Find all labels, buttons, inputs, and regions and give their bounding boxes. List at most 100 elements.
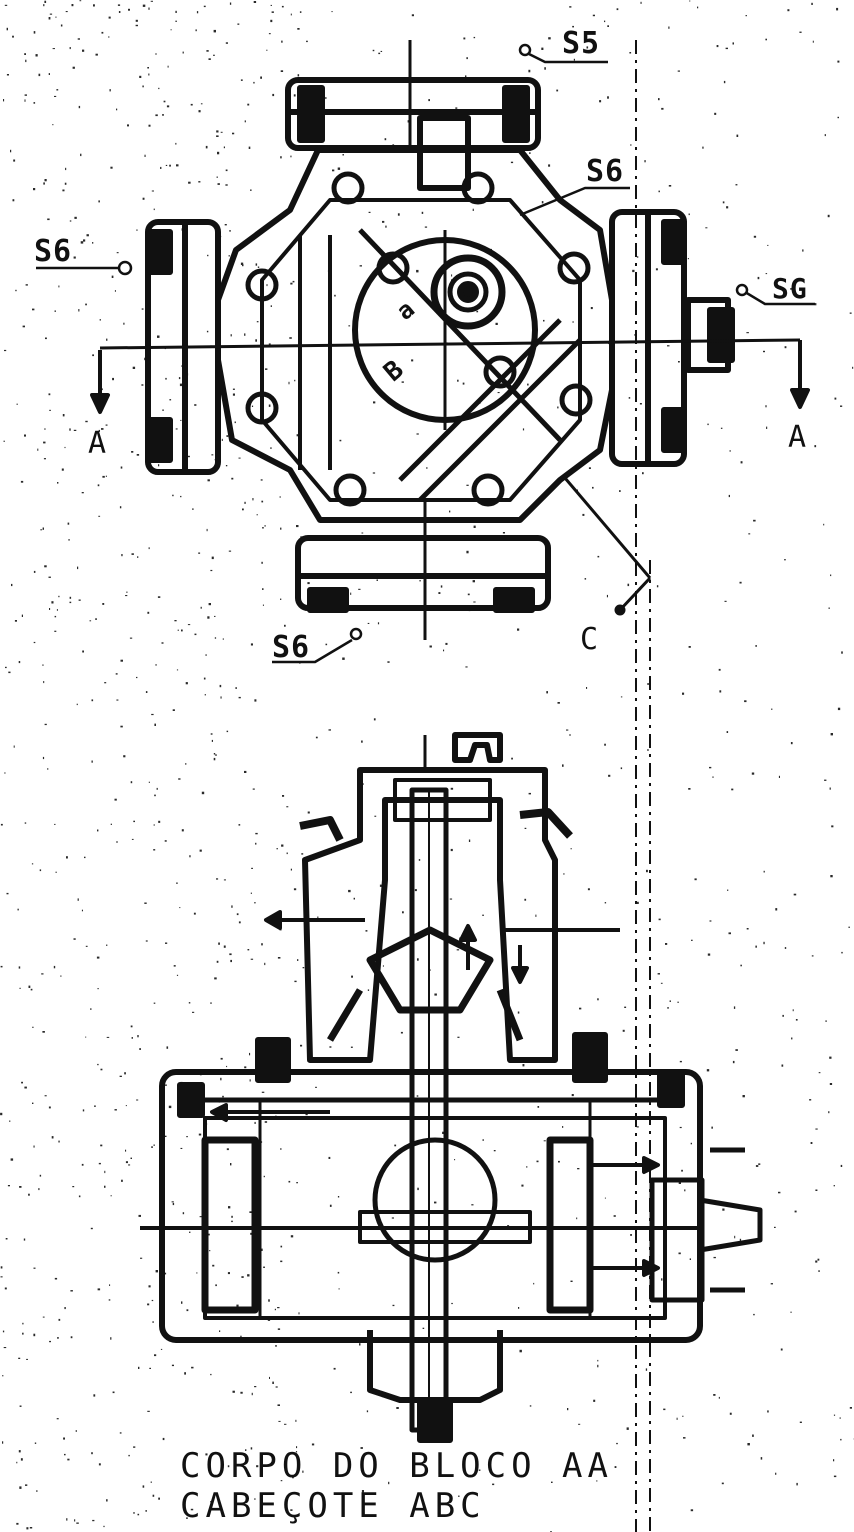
speckle-dot <box>841 951 843 954</box>
speckle-dot <box>207 479 210 482</box>
speckle-dot <box>198 181 201 183</box>
speckle-dot <box>148 781 150 783</box>
speckle-dot <box>745 15 747 17</box>
speckle-dot <box>20 480 24 483</box>
speckle-dot <box>592 486 594 489</box>
speckle-dot <box>81 909 83 912</box>
speckle-dot <box>372 472 376 474</box>
speckle-dot <box>451 274 453 277</box>
speckle-dot <box>569 734 571 736</box>
speckle-dot <box>677 70 680 72</box>
speckle-dot <box>207 254 209 257</box>
speckle-dot <box>213 757 216 761</box>
speckle-dot <box>414 889 417 892</box>
speckle-dot <box>661 107 664 110</box>
speckle-dot <box>277 1328 281 1330</box>
speckle-dot <box>85 945 88 947</box>
speckle-dot <box>264 1121 268 1123</box>
speckle-dot <box>770 1283 773 1285</box>
speckle-dot <box>149 1367 151 1369</box>
label-s6-upper-right: S6 <box>586 154 625 189</box>
speckle-dot <box>837 60 840 63</box>
speckle-dot <box>167 65 169 68</box>
speckle-dot <box>82 49 85 52</box>
speckle-dot <box>24 53 26 55</box>
speckle-dot <box>324 97 327 99</box>
speckle-dot <box>632 269 635 273</box>
speckle-dot <box>71 4 74 7</box>
speckle-dot <box>388 1481 390 1485</box>
speckle-dot <box>77 38 80 40</box>
speckle-dot <box>155 53 157 55</box>
speckle-dot <box>56 1418 59 1420</box>
speckle-dot <box>32 1026 34 1028</box>
speckle-dot <box>368 211 371 213</box>
speckle-dot <box>329 1046 332 1048</box>
speckle-dot <box>39 1174 42 1177</box>
speckle-dot <box>587 888 590 891</box>
speckle-dot <box>33 102 36 104</box>
speckle-dot <box>244 333 246 336</box>
speckle-dot <box>517 1011 520 1014</box>
speckle-dot <box>833 1475 837 1478</box>
speckle-dot <box>830 574 832 577</box>
speckle-dot <box>103 1525 105 1528</box>
speckle-dot <box>215 1284 217 1287</box>
speckle-dot <box>271 11 274 13</box>
speckle-dot <box>22 1332 24 1335</box>
speckle-dot <box>472 208 474 211</box>
speckle-dot <box>91 699 94 702</box>
speckle-dot <box>210 1373 212 1376</box>
speckle-dot <box>189 1231 191 1233</box>
label-s6-left: S6 <box>34 234 73 269</box>
speckle-dot <box>276 848 278 850</box>
speckle-dot <box>753 1313 755 1316</box>
speckle-dot <box>597 1364 599 1368</box>
speckle-dot <box>98 429 100 432</box>
speckle-dot <box>152 1494 155 1497</box>
speckle-dot <box>828 607 830 609</box>
speckle-dot <box>210 569 213 572</box>
speckle-dot <box>231 477 234 480</box>
speckle-dot <box>802 249 804 252</box>
speckle-dot <box>678 361 680 363</box>
speckle-dot <box>232 1390 235 1393</box>
speckle-dot <box>342 154 344 156</box>
speckle-dot <box>572 321 574 323</box>
speckle-dot <box>302 967 305 969</box>
speckle-dot <box>89 620 92 622</box>
speckle-dot <box>182 51 184 54</box>
speckle-dot <box>573 58 575 61</box>
speckle-dot <box>240 262 244 265</box>
speckle-dot <box>725 47 728 50</box>
speckle-dot <box>226 730 229 733</box>
speckle-dot <box>818 1072 821 1074</box>
speckle-dot <box>115 673 118 675</box>
speckle-dot <box>187 624 191 626</box>
speckle-dot <box>247 103 250 106</box>
speckle-dot <box>42 756 45 760</box>
speckle-dot <box>154 794 156 797</box>
speckle-dot <box>604 1197 606 1199</box>
speckle-dot <box>136 454 140 456</box>
speckle-dot <box>812 40 814 43</box>
speckle-dot <box>173 965 176 967</box>
speckle-dot <box>840 1164 843 1167</box>
speckle-dot <box>106 338 108 341</box>
speckle-dot <box>48 1106 51 1109</box>
speckle-dot <box>281 40 283 43</box>
speckle-dot <box>162 1437 165 1441</box>
speckle-dot <box>302 1470 304 1473</box>
speckle-dot <box>172 494 174 497</box>
speckle-dot <box>400 1031 403 1034</box>
speckle-dot <box>755 645 757 647</box>
speckle-dot <box>358 588 361 590</box>
speckle-dot <box>141 384 144 386</box>
speckle-dot <box>227 1465 230 1468</box>
speckle-dot <box>307 582 310 585</box>
label-c: C <box>580 622 600 657</box>
speckle-dot <box>396 1407 399 1409</box>
speckle-dot <box>186 1136 188 1138</box>
speckle-dot <box>213 753 216 755</box>
